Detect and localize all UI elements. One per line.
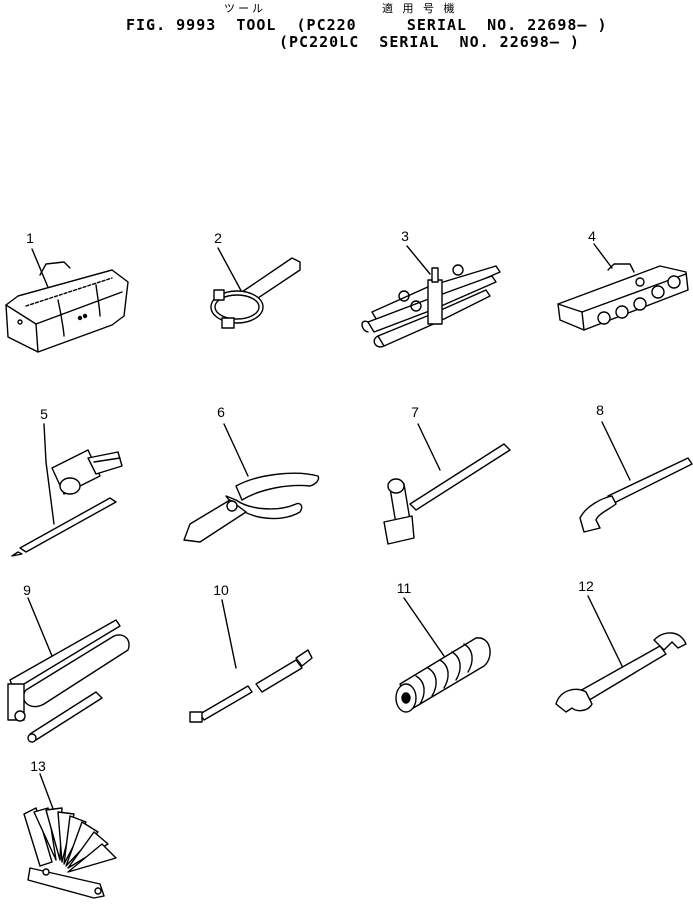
part-number-2: 2 (214, 230, 222, 246)
part-number-5: 5 (40, 406, 48, 422)
extension-bar-icon (189, 599, 313, 723)
part-number-13: 13 (30, 758, 46, 774)
title-kana-serial: 適 用 号 機 (382, 2, 458, 15)
part-number-11: 11 (396, 580, 412, 596)
part-number-10: 10 (213, 582, 229, 598)
hook-tool-icon (579, 421, 693, 533)
wrench-set-icon (361, 245, 501, 348)
part-number-6: 6 (217, 404, 225, 420)
open-end-wrench-icon (555, 595, 687, 713)
feeler-gauge-icon (23, 773, 117, 899)
part-number-8: 8 (596, 402, 604, 418)
socket-set-box-icon (557, 243, 689, 331)
filter-wrench-icon (210, 247, 301, 329)
pliers-icon (183, 423, 320, 543)
part-number-7: 7 (411, 404, 419, 420)
tool-bag-icon (5, 248, 129, 353)
part-number-4: 4 (588, 228, 596, 244)
title-kana-tool: ツール (224, 2, 266, 15)
grease-gun-icon (7, 597, 130, 743)
screwdriver-icon (11, 423, 123, 557)
figure-title-line-1: FIG. 9993 TOOL (PC220 SERIAL NO. 22698— … (126, 16, 608, 34)
figure-title-line-2: (PC220LC SERIAL NO. 22698— ) (279, 33, 580, 51)
roller-icon (395, 597, 491, 713)
part-number-12: 12 (578, 578, 594, 594)
part-number-1: 1 (26, 230, 34, 246)
hammer-icon (383, 423, 511, 545)
part-number-3: 3 (401, 228, 409, 244)
part-number-9: 9 (23, 582, 31, 598)
